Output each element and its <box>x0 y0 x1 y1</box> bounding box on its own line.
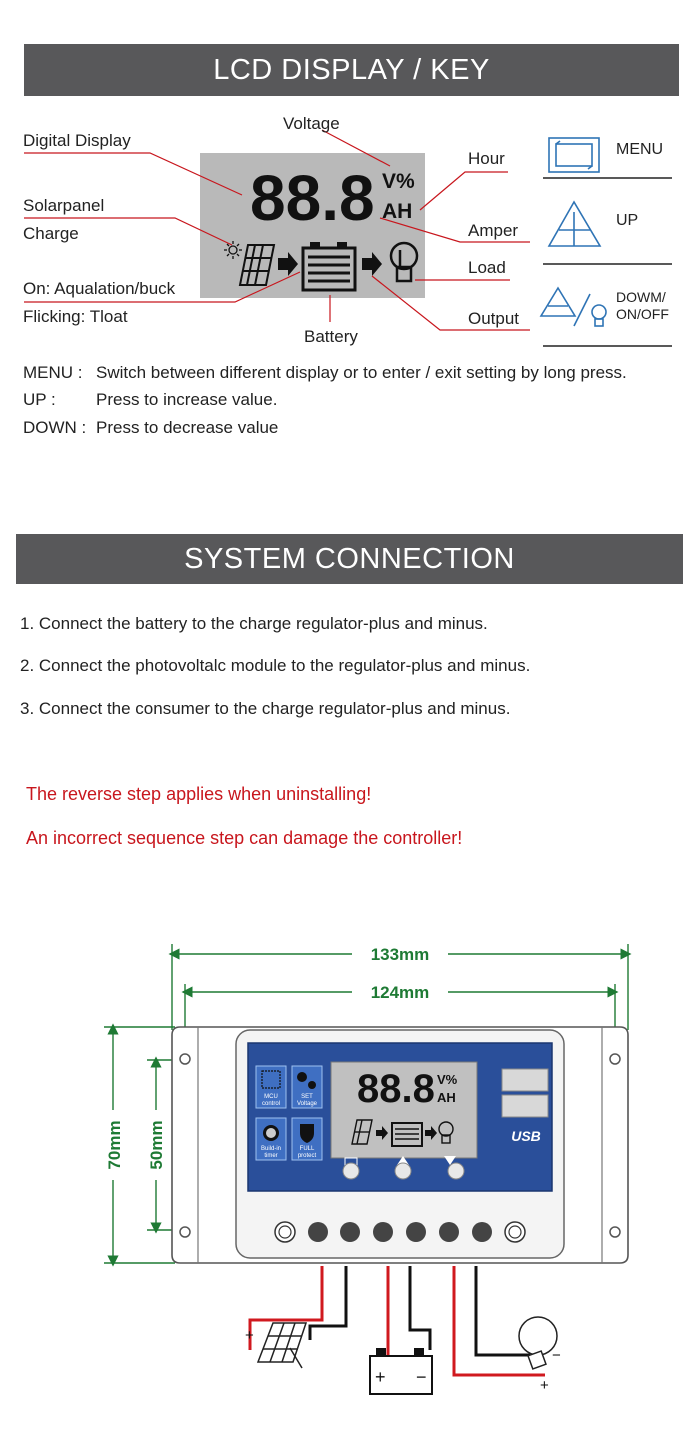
mount-hole <box>609 1226 621 1238</box>
wire-battery-negative <box>408 1266 432 1350</box>
battery-device-icon <box>369 1348 433 1395</box>
device-lcd <box>330 1061 478 1159</box>
svg-text:SET: SET <box>301 1094 313 1100</box>
leader-amper <box>379 217 530 243</box>
badge-set-voltage <box>291 1065 323 1109</box>
lcd-unit-bottom: AH <box>382 200 412 223</box>
panel-badges: MCU control SET Voltage Build-in timer F… <box>255 1065 323 1161</box>
device-lcd-icons <box>351 1119 454 1147</box>
bulb-icon <box>389 241 419 283</box>
wire-load-negative <box>474 1266 530 1357</box>
label-load: Load <box>468 258 506 277</box>
desc-up-text: Press to increase value. <box>96 390 278 409</box>
svg-text:MCU: MCU <box>264 1094 278 1100</box>
down-onoff-icon <box>539 286 607 327</box>
dim-outer-width: 133mm <box>371 945 430 964</box>
dim-inner-height: 50mm <box>147 1120 166 1169</box>
up-icon <box>547 200 602 247</box>
desc-down-text: Press to decrease value <box>96 418 279 437</box>
label-charge: Charge <box>23 224 79 243</box>
warning-text: The reverse step applies when uninstalli… <box>26 784 372 804</box>
device-lcd-unit-top: V% <box>437 1072 458 1087</box>
lcd-section-title: LCD DISPLAY / KEY <box>213 54 490 86</box>
label-hour: Hour <box>468 149 505 168</box>
svg-text:Voltage: Voltage <box>297 1101 318 1107</box>
solar-plus-sign: + <box>245 1327 254 1344</box>
wire-load-positive <box>452 1266 545 1377</box>
up-button[interactable] <box>394 1162 412 1180</box>
usb-port[interactable] <box>501 1094 549 1118</box>
battery-icon <box>301 242 357 292</box>
bulb-minus-sign: − <box>552 1347 561 1364</box>
up-button-glyph <box>397 1156 409 1165</box>
connection-step: 1. Connect the battery to the charge reg… <box>20 614 488 633</box>
solar-panel-device-icon <box>256 1322 308 1369</box>
leader-on-state <box>24 271 301 303</box>
usb-label: USB <box>511 1128 541 1144</box>
warning-text: An incorrect sequence step can damage th… <box>26 828 463 848</box>
device-diagram: 133mm 124mm 70mm 50mm MCU control SET Vo… <box>104 944 632 1395</box>
label-digital-display: Digital Display <box>23 131 131 150</box>
svg-text:control: control <box>262 1101 280 1107</box>
leader-solarpanel <box>24 217 233 246</box>
down-button[interactable] <box>447 1162 465 1180</box>
mount-hole <box>609 1053 621 1065</box>
mount-hole <box>179 1053 191 1065</box>
dim-outer-height: 70mm <box>105 1120 124 1169</box>
usb-port[interactable] <box>501 1068 549 1092</box>
label-flicking-state: Flicking: Tloat <box>23 307 128 326</box>
label-amper: Amper <box>468 221 519 240</box>
desc-up-key: UP : <box>23 390 56 409</box>
leader-output <box>371 275 530 331</box>
terminal-strip <box>274 1221 526 1243</box>
desc-menu-text: Switch between different display or to e… <box>96 363 627 382</box>
svg-text:timer: timer <box>264 1153 277 1159</box>
svg-text:FULL: FULL <box>300 1146 315 1152</box>
arrow-icon <box>362 252 382 276</box>
connection-section-title: SYSTEM CONNECTION <box>184 543 515 575</box>
sun-icon <box>224 241 242 259</box>
lcd-diagram: 88.8 V% AH <box>24 129 672 347</box>
label-on-state: On: Aqualation/buck <box>23 279 176 298</box>
label-battery: Battery <box>304 327 358 346</box>
bulb-plus-sign: + <box>540 1377 549 1394</box>
svg-text:Build-in: Build-in <box>261 1146 281 1152</box>
battery-plus-sign: + <box>375 1367 386 1387</box>
dim-inner-width: 124mm <box>371 983 430 1002</box>
solar-panel-icon <box>238 244 276 286</box>
mount-hole <box>179 1226 191 1238</box>
lcd-unit-top: V% <box>382 170 415 193</box>
wire-solar-positive <box>248 1266 324 1350</box>
key-label-up: UP <box>616 212 639 229</box>
lcd-digits: 88.8 <box>250 162 375 234</box>
menu-icon <box>548 137 600 173</box>
device-lcd-unit-bottom: AH <box>437 1090 456 1105</box>
wire-solar-negative <box>308 1266 348 1340</box>
down-button-glyph <box>444 1156 456 1165</box>
key-label-onoff: ON/OFF <box>616 306 669 322</box>
label-solarpanel: Solarpanel <box>23 196 105 215</box>
connection-step: 2. Connect the photovoltalc module to th… <box>20 656 531 675</box>
panel-buttons <box>342 1156 465 1180</box>
key-label-down: DOWM/ <box>616 289 666 305</box>
label-voltage: Voltage <box>283 114 340 133</box>
desc-menu-key: MENU : <box>23 363 83 382</box>
battery-minus-sign: − <box>416 1367 427 1387</box>
connection-step: 3. Connect the consumer to the charge re… <box>20 699 511 718</box>
badge-mcu <box>255 1065 287 1109</box>
connection-section-banner: SYSTEM CONNECTION <box>16 534 683 584</box>
key-label-menu: MENU <box>616 141 664 158</box>
leader-voltage <box>321 129 391 167</box>
label-output: Output <box>468 309 520 328</box>
desc-down-key: DOWN : <box>23 418 87 437</box>
arrow-icon <box>278 252 298 276</box>
svg-text:protect: protect <box>298 1153 317 1159</box>
leader-digital-display <box>24 152 243 196</box>
bulb-device-icon <box>518 1316 558 1370</box>
lcd-section-banner: LCD DISPLAY / KEY <box>24 44 679 96</box>
device-lcd-digits: 88.8 <box>357 1067 435 1111</box>
menu-button[interactable] <box>342 1162 360 1180</box>
leader-hour <box>419 171 508 211</box>
